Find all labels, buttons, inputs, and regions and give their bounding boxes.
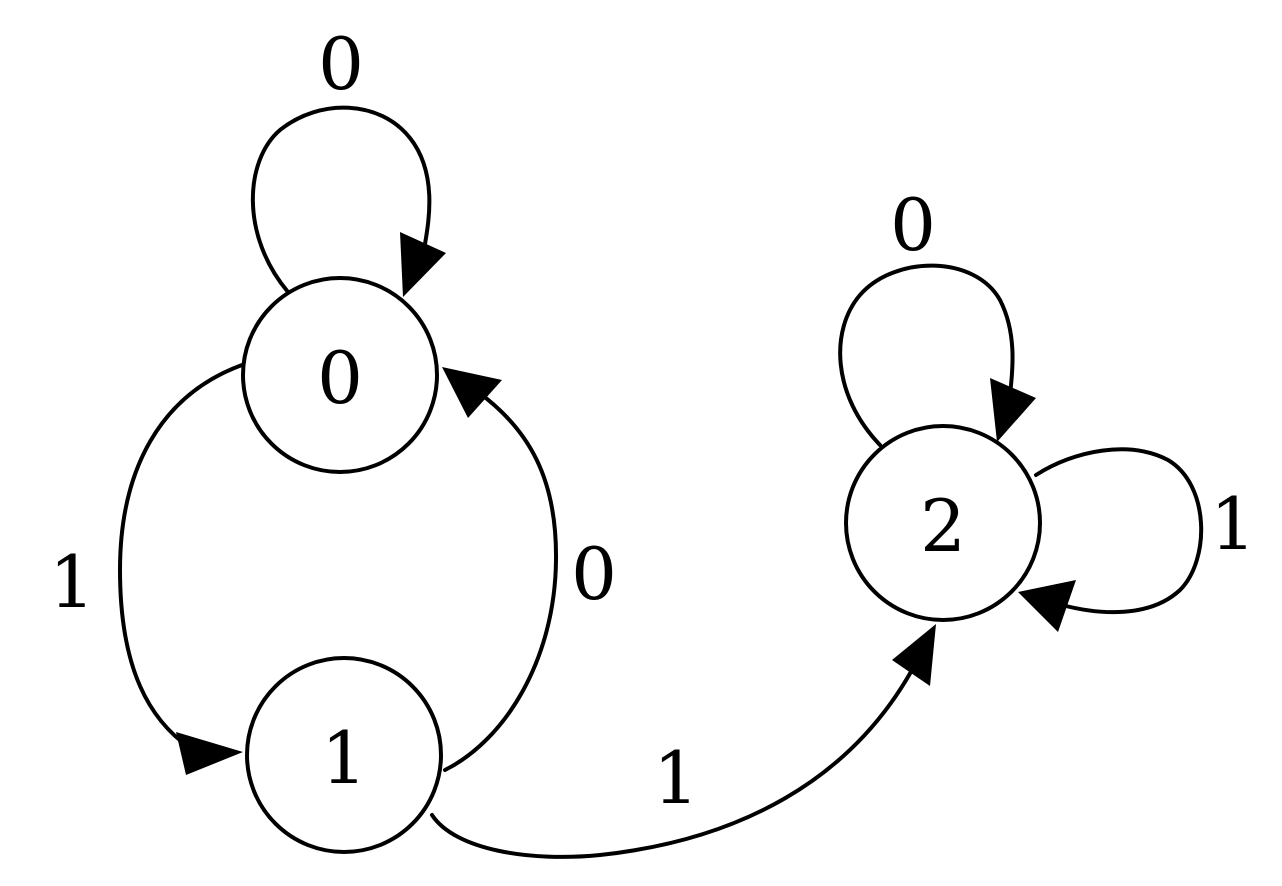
transition-0-to-0 [250,105,446,297]
transition-2-to-2-right-arrow [1018,580,1076,632]
transition-1-to-0 [442,367,559,772]
transition-2-to-2-top [838,263,1036,447]
transition-1-to-2-path [430,668,914,859]
state-0-circle [241,276,439,474]
transition-1-to-2-label: 1 [653,736,699,820]
state-1-label: 1 [321,716,367,800]
transition-0-to-0-path [250,105,432,294]
state-2: 2 [844,424,1042,622]
transition-1-to-2-arrow [892,624,936,686]
states: 0 1 2 [241,276,1042,854]
transition-0-to-1-path [117,363,244,750]
transition-2-to-2-right-path [1034,447,1204,615]
transition-0-to-1 [117,363,244,775]
transition-2-to-2-top-path [838,263,1015,447]
transition-0-to-1-arrow [176,732,243,775]
transition-2-to-2-top-arrow [990,378,1036,442]
transition-1-to-2 [430,624,936,859]
state-1: 1 [245,656,443,854]
state-0: 0 [241,276,439,474]
edges [117,105,1204,859]
edge-labels: 0 1 0 1 0 1 [49,22,1256,820]
state-2-label: 2 [920,484,966,568]
transition-1-to-0-label: 0 [571,532,617,616]
transition-0-to-0-label: 0 [318,22,364,106]
transition-1-to-0-arrow [442,367,502,418]
transition-2-to-2-right [1018,447,1204,632]
state-0-label: 0 [317,336,363,420]
state-1-circle [245,656,443,854]
transition-0-to-1-label: 1 [49,540,95,624]
transition-2-to-2-top-label: 0 [890,183,936,267]
transition-2-to-2-right-label: 1 [1210,482,1256,566]
state-2-circle [844,424,1042,622]
transition-0-to-0-arrow [400,232,446,297]
transition-1-to-0-path [443,390,559,772]
